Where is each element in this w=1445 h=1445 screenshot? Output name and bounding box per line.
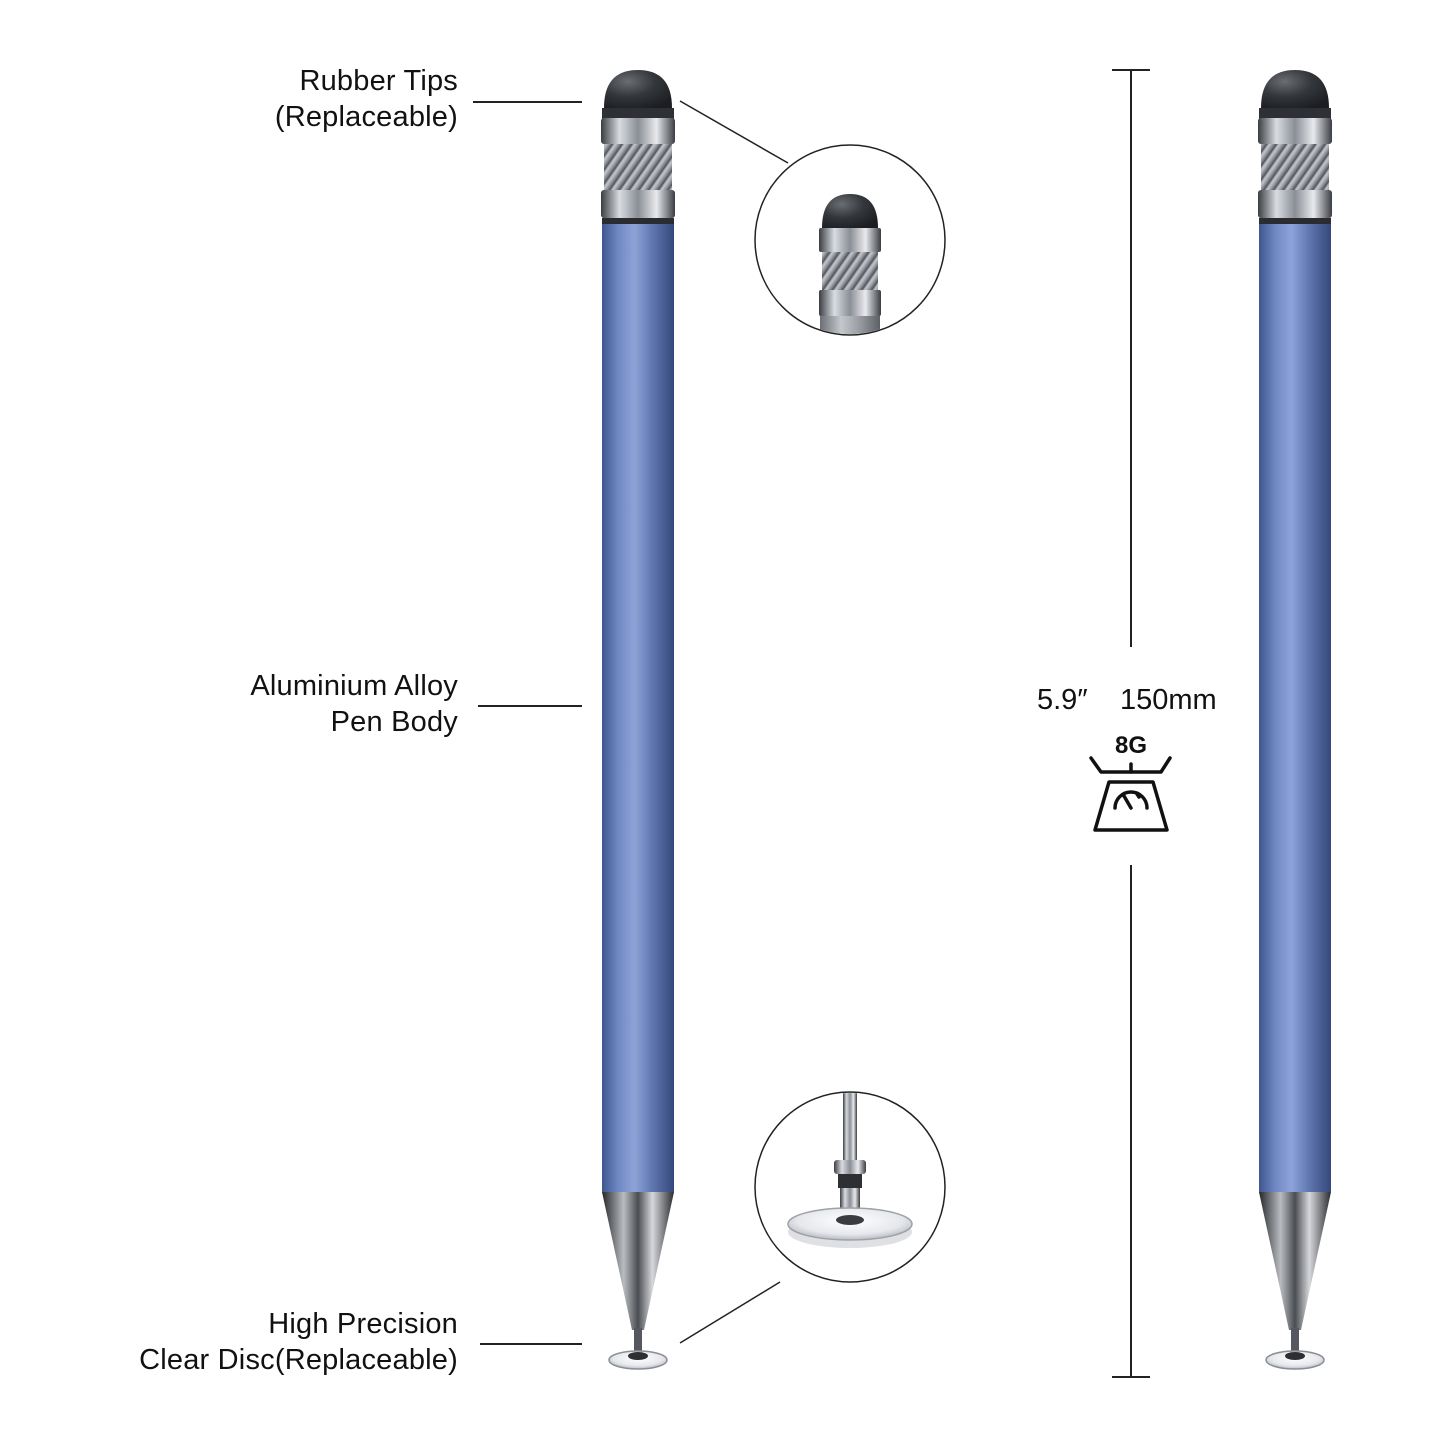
stylus-pen-front (601, 70, 675, 1370)
length-dimension-line (1112, 69, 1150, 1378)
weight-text: 8G (1114, 732, 1147, 759)
stylus-pen-side (1258, 70, 1332, 1370)
length-inches-text: 5.9″ (1037, 684, 1088, 716)
pen-cone (602, 1192, 674, 1330)
rubber-tips-label-line1: Rubber Tips (299, 65, 458, 97)
clear-disc-zoom-detail (754, 1091, 946, 1283)
rubber-tip-zoom-detail (754, 144, 946, 336)
knurled-grip (604, 144, 672, 190)
pen-body-label-line1: Aluminium Alloy (250, 670, 458, 702)
rubber-tip-pointer-line (679, 100, 789, 164)
pen-body (602, 224, 674, 1192)
rubber-tip (604, 70, 672, 108)
rubber-tips-label-line2: (Replaceable) (274, 101, 458, 133)
pen-body-label: Aluminium Alloy Pen Body (250, 668, 458, 740)
pen-body-leader-line (478, 705, 582, 707)
rubber-tips-leader-line (473, 101, 582, 103)
metal-ring-upper (601, 118, 675, 144)
clear-disc-label-line1: High Precision (268, 1308, 458, 1340)
rubber-tips-label: Rubber Tips (Replaceable) (275, 63, 458, 135)
pen-body-label-line2: Pen Body (330, 706, 458, 738)
clear-disc-pointer-line (679, 1281, 781, 1344)
weight-scale-icon (1089, 756, 1172, 832)
clear-disc-label: High Precision Clear Disc(Replaceable) (139, 1306, 458, 1378)
clear-disc-label-line2: Clear Disc(Replaceable) (139, 1344, 458, 1376)
clear-disc-leader-line (480, 1343, 582, 1345)
length-mm-text: 150mm (1120, 684, 1217, 716)
metal-ring-lower (601, 190, 675, 218)
